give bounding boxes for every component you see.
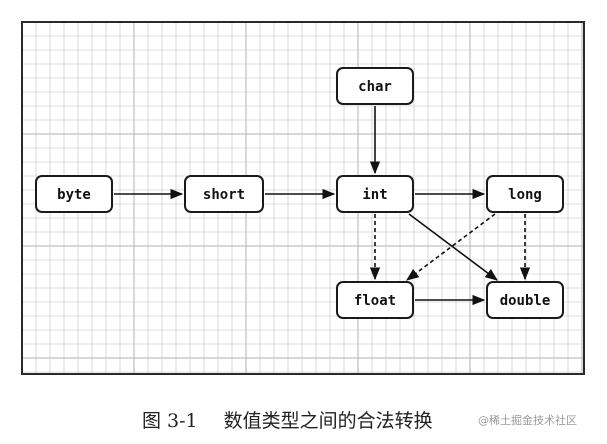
node-char: char (336, 67, 414, 105)
node-int: int (336, 175, 414, 213)
figure-caption: 图 3-1 数值类型之间的合法转换 @稀土掘金技术社区 (0, 396, 607, 444)
caption-title: 数值类型之间的合法转换 (223, 410, 433, 432)
node-label: short (203, 187, 245, 203)
node-box (336, 281, 414, 319)
node-label: byte (57, 187, 91, 203)
node-box (336, 175, 414, 213)
caption-number: 图 3-1 (142, 410, 198, 432)
node-box (486, 175, 564, 213)
node-box (35, 175, 113, 213)
node-label: int (362, 187, 387, 203)
grid-frame (21, 21, 585, 375)
caption-text: 图 3-1 数值类型之间的合法转换 (142, 406, 433, 433)
node-label: long (508, 187, 542, 203)
edge-long-to-float (405, 213, 496, 281)
node-box (184, 175, 264, 213)
node-label: float (354, 293, 396, 309)
edges (114, 106, 531, 306)
node-short: short (184, 175, 264, 213)
node-box (486, 281, 564, 319)
node-label: char (358, 79, 392, 95)
node-byte: byte (35, 175, 113, 213)
watermark-text: @稀土掘金技术社区 (478, 414, 577, 427)
node-long: long (486, 175, 564, 213)
node-label: double (500, 293, 551, 309)
node-double: double (486, 281, 564, 319)
edge-int-to-double (408, 213, 499, 281)
node-float: float (336, 281, 414, 319)
nodes: char byte short int long float double (35, 67, 564, 319)
node-box (336, 67, 414, 105)
